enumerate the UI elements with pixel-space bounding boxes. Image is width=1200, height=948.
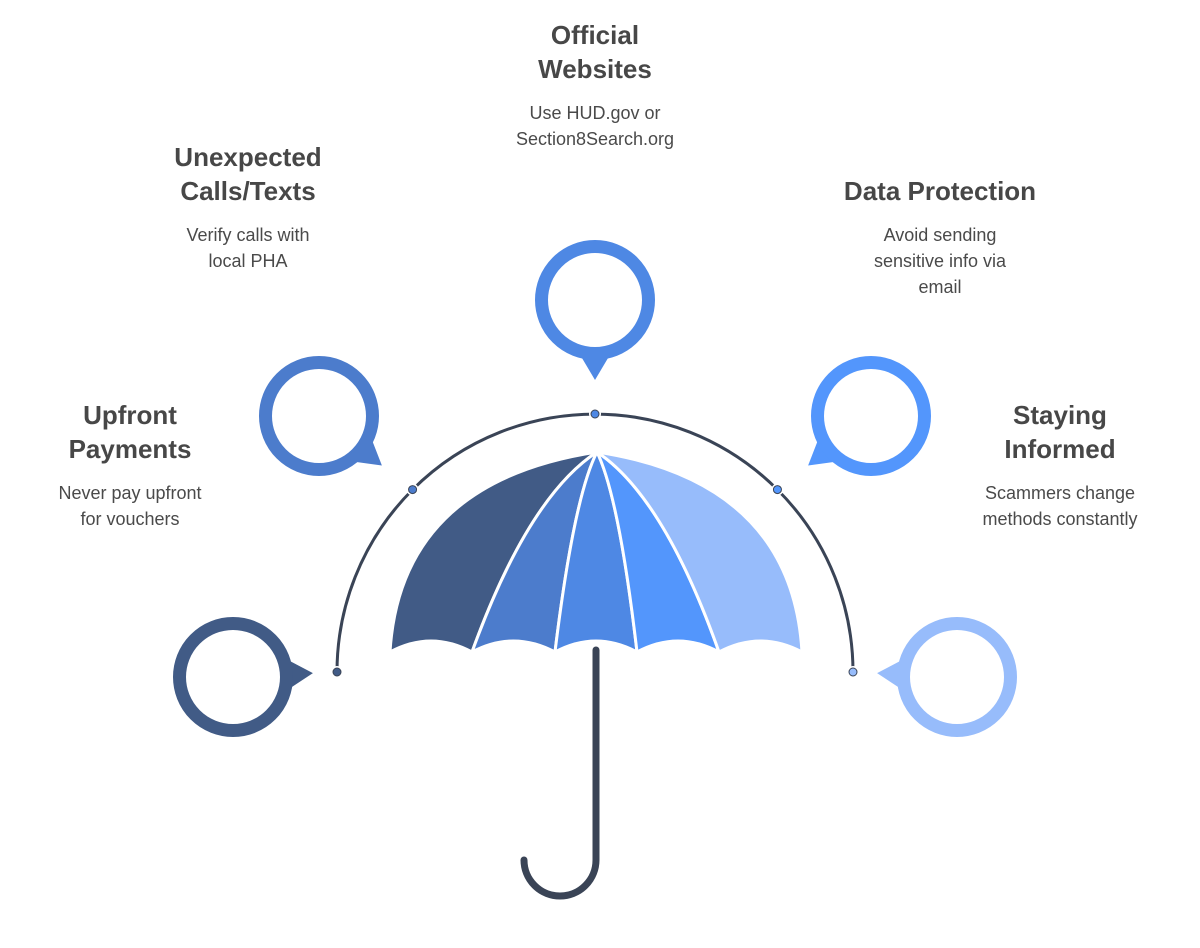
arc-marker (332, 667, 342, 677)
item-description: Verify calls with local PHA (186, 225, 310, 271)
item-title: Data Protection (843, 176, 1037, 206)
item-staying-informed: Staying Informed Scammers change methods… (950, 398, 1170, 532)
arc-marker (590, 409, 600, 419)
item-description: Use HUD.gov or Section8Search.org (515, 103, 675, 149)
handle-shaft (520, 646, 600, 900)
item-unexpected-calls: Unexpected Calls/Texts Verify calls with… (138, 140, 358, 274)
item-data-protection: Data Protection Avoid sending sensitive … (820, 174, 1060, 300)
bubbles (173, 240, 1017, 737)
item-description: Never pay upfront for vouchers (58, 483, 202, 529)
speech-bubble-icon (259, 356, 382, 476)
item-official-websites: Official Websites Use HUD.gov or Section… (480, 18, 710, 152)
item-title: Upfront Payments (68, 400, 192, 464)
item-title: Official Websites (538, 20, 652, 84)
arc-marker (848, 667, 858, 677)
bubble-pointer (579, 353, 611, 380)
item-title: Staying Informed (1004, 400, 1116, 464)
item-description: Scammers change methods constantly (982, 483, 1138, 529)
arc-marker (408, 485, 418, 495)
arc-marker (772, 485, 782, 495)
outer-arc (331, 408, 859, 678)
speech-bubble-icon (877, 617, 1017, 737)
bubble-ring (259, 356, 379, 476)
item-title: Unexpected Calls/Texts (174, 142, 322, 206)
bubble-ring (811, 356, 931, 476)
bubble-ring (173, 617, 293, 737)
umbrella-canopy (388, 450, 804, 654)
speech-bubble-icon (808, 356, 931, 476)
umbrella-handle (520, 646, 600, 900)
canopy-panel (595, 450, 804, 654)
speech-bubble-icon (173, 617, 313, 737)
bubble-ring (897, 617, 1017, 737)
speech-bubble-icon (535, 240, 655, 380)
item-upfront-payments: Upfront Payments Never pay upfront for v… (20, 398, 240, 532)
bubble-ring (535, 240, 655, 360)
item-description: Avoid sending sensitive info via email (873, 225, 1007, 297)
